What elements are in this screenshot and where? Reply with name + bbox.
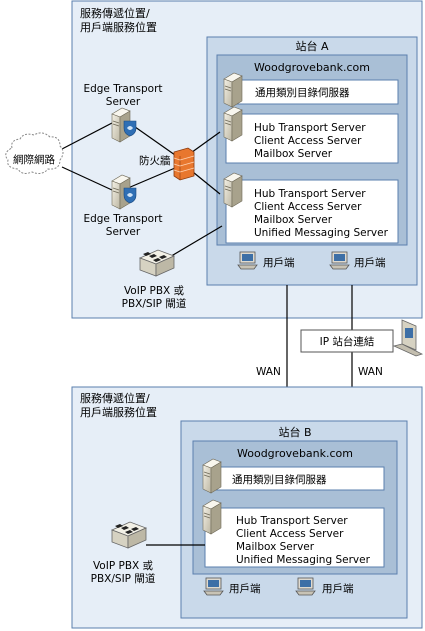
wan-right-label: WAN xyxy=(358,366,383,378)
server-icon xyxy=(223,72,243,108)
firewall-icon xyxy=(173,147,195,181)
voip-bottom-label-line1: VoIP PBX 或 xyxy=(93,560,154,572)
bottom-location-label-line1: 服務傳遞位置/ xyxy=(80,391,150,405)
edge2-label-line1: Edge Transport xyxy=(83,213,162,225)
server-icon xyxy=(202,458,222,494)
client-icon xyxy=(329,251,350,270)
client-icon xyxy=(203,577,224,596)
edge2-label-line2: Server xyxy=(106,226,141,238)
site-a-hub-line3: Mailbox Server xyxy=(254,148,333,160)
site-a-um-line4: Unified Messaging Server xyxy=(254,227,389,239)
bottom-location-label-line2: 用戶端服務位置 xyxy=(80,405,157,419)
site-a-um-line3: Mailbox Server xyxy=(254,214,333,226)
site-a-domain-label: Woodgrovebank.com xyxy=(254,61,370,74)
server-icon xyxy=(223,106,243,142)
site-a-hub-box xyxy=(225,113,399,164)
site-b-gc-label: 通用類別目錄伺服器 xyxy=(232,473,327,486)
site-b-label: 站台 B xyxy=(278,425,311,439)
edge1-label-line1: Edge Transport xyxy=(83,83,162,95)
top-location-label-line2: 用戶端服務位置 xyxy=(80,20,157,34)
site-b-um-line4: Unified Messaging Server xyxy=(236,554,371,566)
site-a-client2-label: 用戶端 xyxy=(354,256,386,269)
shield-icon xyxy=(123,120,137,137)
ip-site-link-box xyxy=(300,329,394,353)
site-a-gc-box xyxy=(225,79,399,105)
voip-top-label-line1: VoIP PBX 或 xyxy=(124,285,185,297)
site-a-gc-label: 通用類別目錄伺服器 xyxy=(255,86,350,99)
client-icon xyxy=(237,251,258,270)
site-a-hub-line2: Client Access Server xyxy=(254,135,362,147)
wan-left-label: WAN xyxy=(256,366,281,378)
client-icon xyxy=(295,577,316,596)
site-a-hub-line1: Hub Transport Server xyxy=(254,122,366,134)
site-a-um-line2: Client Access Server xyxy=(254,201,362,213)
firewall-label: 防火牆 xyxy=(139,154,171,167)
shield-icon xyxy=(123,187,137,204)
voip-bottom-label-line2: PBX/SIP 閘道 xyxy=(91,572,156,585)
workstation-icon xyxy=(392,319,424,357)
site-b-um-line1: Hub Transport Server xyxy=(236,515,348,527)
site-b-um-box xyxy=(204,507,385,568)
site-b-domain-label: Woodgrovebank.com xyxy=(237,447,353,460)
site-a-client1-label: 用戶端 xyxy=(263,256,295,269)
voip-top-label-line2: PBX/SIP 閘道 xyxy=(122,297,187,310)
top-location-label-line1: 服務傳遞位置/ xyxy=(80,6,150,20)
edge1-label-line2: Server xyxy=(106,96,141,108)
site-b-client2-label: 用戶端 xyxy=(322,582,354,595)
server-icon xyxy=(202,499,222,535)
ip-site-link-label: IP 站台連結 xyxy=(320,335,375,348)
site-b-client1-label: 用戶端 xyxy=(229,582,261,595)
site-a-um-line1: Hub Transport Server xyxy=(254,188,366,200)
site-a-label: 站台 A xyxy=(295,39,328,53)
server-icon xyxy=(223,172,243,208)
site-b-um-line3: Mailbox Server xyxy=(236,541,315,553)
internet-cloud-icon xyxy=(5,132,64,174)
site-b-um-line2: Client Access Server xyxy=(236,528,344,540)
site-a-um-box xyxy=(225,179,399,244)
internet-label: 網際網路 xyxy=(13,153,55,166)
